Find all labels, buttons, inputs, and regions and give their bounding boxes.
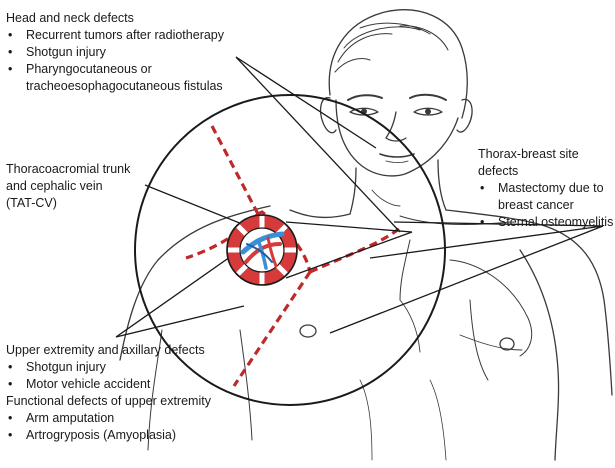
vessel-line: and cephalic vein <box>6 178 130 195</box>
list-item-continued: tracheoesophagocutaneous fistulas <box>6 78 224 95</box>
vessel-label: Thoracoacromial trunk and cephalic vein … <box>6 161 130 212</box>
thorax-list: Mastectomy due to breast cancer Sternal … <box>478 180 613 231</box>
head-neck-defects-label: Head and neck defects Recurrent tumors a… <box>6 10 224 95</box>
list-item: Shotgun injury <box>6 44 224 61</box>
vessel-line: (TAT-CV) <box>6 195 130 212</box>
functional-list: Arm amputation Artrogryposis (Amyoplasia… <box>6 410 211 444</box>
list-item: Mastectomy due to <box>478 180 613 197</box>
upper-ext-list: Shotgun injury Motor vehicle accident <box>6 359 211 393</box>
list-item: Sternal osteomyelitis <box>478 214 613 231</box>
list-item: Pharyngocutaneous or <box>6 61 224 78</box>
upper-extremity-defects-label: Upper extremity and axillary defects Sho… <box>6 342 211 444</box>
list-item: Shotgun injury <box>6 359 211 376</box>
head-neck-title: Head and neck defects <box>6 10 224 27</box>
list-item: Motor vehicle accident <box>6 376 211 393</box>
upper-ext-title: Upper extremity and axillary defects <box>6 342 211 359</box>
functional-title: Functional defects of upper extremity <box>6 393 211 410</box>
list-item: Artrogryposis (Amyoplasia) <box>6 427 211 444</box>
vessel-inset <box>227 215 297 285</box>
list-item: Arm amputation <box>6 410 211 427</box>
list-item-continued: breast cancer <box>478 197 613 214</box>
head-neck-list: Recurrent tumors after radiotherapy Shot… <box>6 27 224 95</box>
thorax-title-line: defects <box>478 163 613 180</box>
list-item: Recurrent tumors after radiotherapy <box>6 27 224 44</box>
vessel-line: Thoracoacromial trunk <box>6 161 130 178</box>
thorax-title-line: Thorax-breast site <box>478 146 613 163</box>
thorax-breast-defects-label: Thorax-breast site defects Mastectomy du… <box>478 146 613 231</box>
